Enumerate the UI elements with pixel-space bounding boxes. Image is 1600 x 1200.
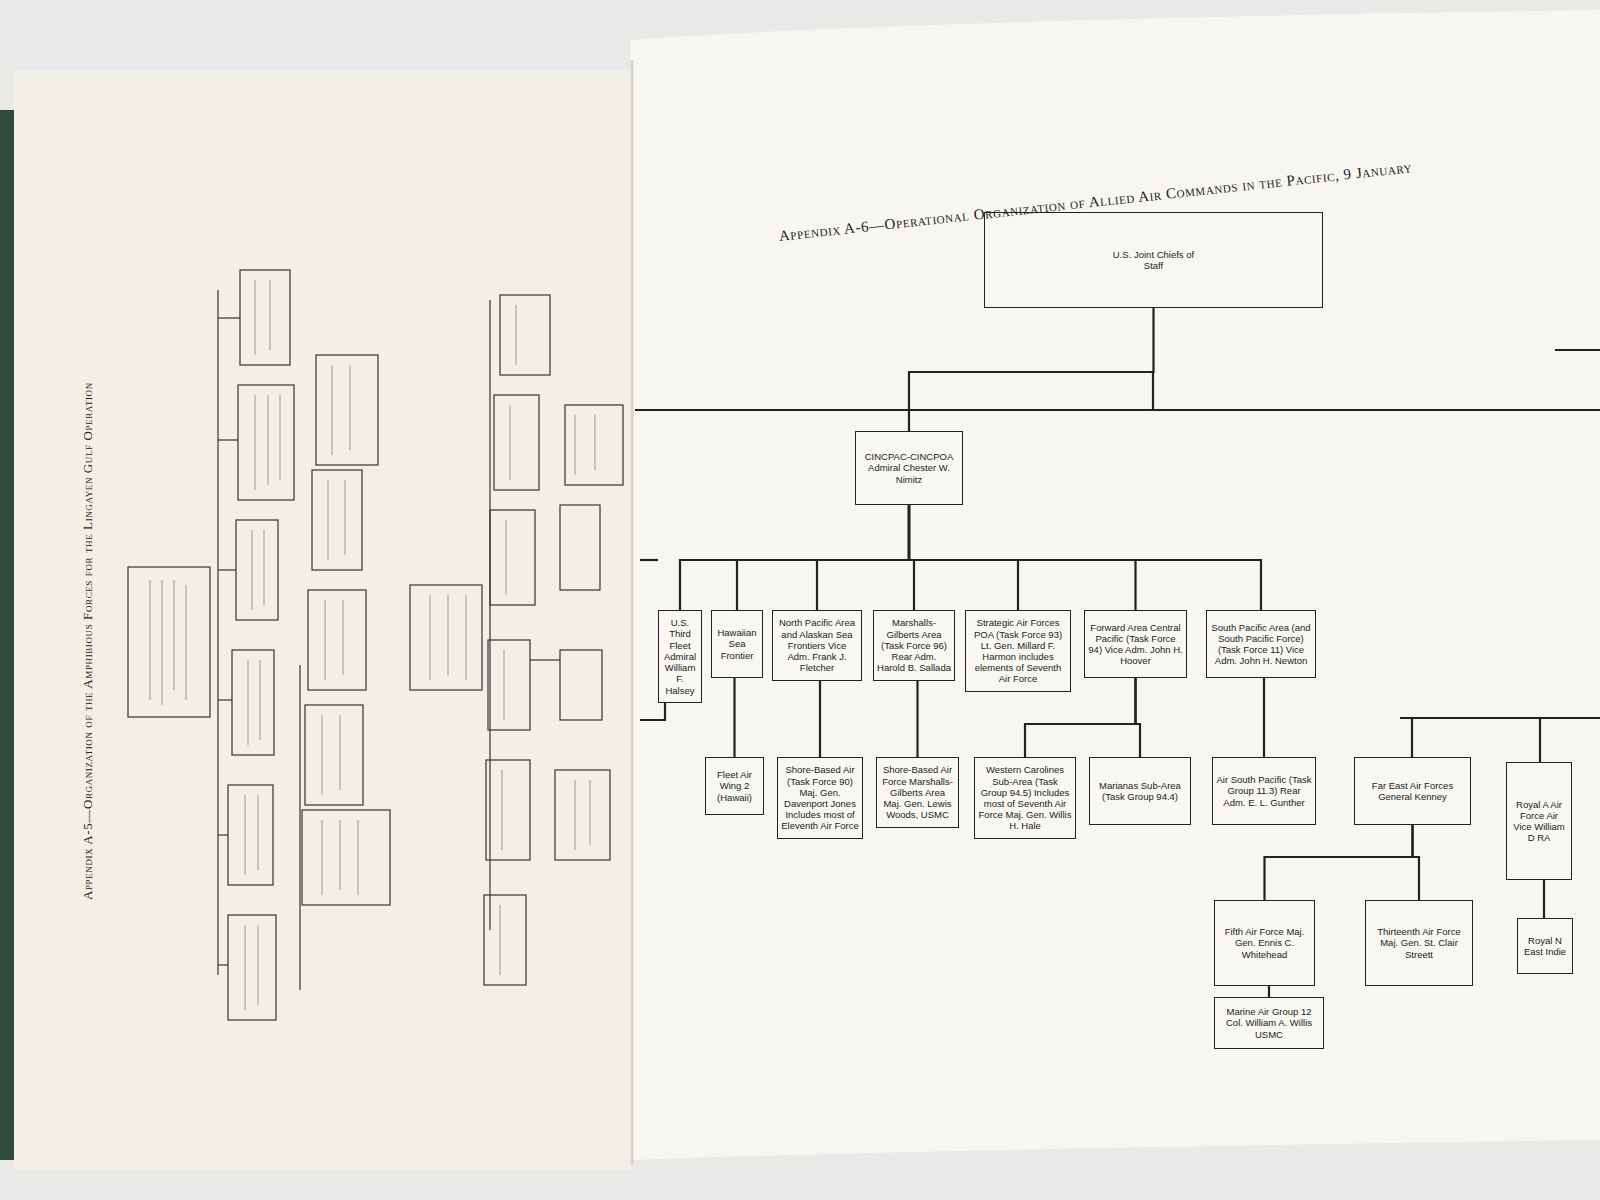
command-line: [909, 505, 1136, 610]
command-box: Strategic Air Forces POA (Task Force 93)…: [965, 610, 1071, 692]
command-text: Thirteenth Air Force Maj. Gen. St. Clair…: [1366, 923, 1472, 963]
command-box: Fifth Air Force Maj. Gen. Ennis C. White…: [1214, 900, 1315, 986]
command-box: Fleet Air Wing 2 (Hawaii): [705, 757, 764, 815]
command-text: Royal A Air Force Air Vice William D RA: [1507, 796, 1571, 847]
command-box: Thirteenth Air Force Maj. Gen. St. Clair…: [1365, 900, 1473, 986]
command-text: Fifth Air Force Maj. Gen. Ennis C. White…: [1215, 923, 1314, 963]
command-text: South Pacific Area (and South Pacific Fo…: [1207, 619, 1315, 670]
command-box: Royal A Air Force Air Vice William D RA: [1506, 762, 1572, 880]
command-text: Air South Pacific (Task Group 11.3) Rear…: [1213, 771, 1315, 811]
command-text: Forward Area Central Pacific (Task Force…: [1085, 619, 1186, 670]
appendix-title: Appendix A-5—Organization of the Amphibi…: [80, 382, 96, 900]
command-line: [916, 681, 918, 757]
command-box: South Pacific Area (and South Pacific Fo…: [1206, 610, 1316, 678]
command-box: Hawaiian Sea Frontier: [711, 610, 763, 678]
command-text: Shore-Based Air Force Marshalls-Gilberts…: [877, 761, 958, 823]
command-box: Far East Air Forces General Kenney: [1354, 757, 1471, 825]
command-text: Shore-Based Air (Task Force 90) Maj. Gen…: [778, 761, 862, 834]
command-box: Air South Pacific (Task Group 11.3) Rear…: [1212, 757, 1316, 825]
command-line: [1265, 825, 1413, 900]
command-box: Marianas Sub-Area (Task Group 94.4): [1089, 757, 1191, 825]
command-box: Shore-Based Air Force Marshalls-Gilberts…: [876, 757, 959, 828]
command-text: Strategic Air Forces POA (Task Force 93)…: [966, 614, 1070, 687]
command-text: Western Carolines Sub-Area (Task Group 9…: [975, 761, 1075, 834]
command-text: CINCPAC-CINCPOA Admiral Chester W. Nimit…: [856, 448, 962, 488]
command-line: [817, 505, 909, 610]
command-line: [1413, 825, 1420, 900]
command-box: Marine Air Group 12 Col. William A. Will…: [1214, 997, 1324, 1049]
command-line: [1136, 678, 1141, 757]
command-box: North Pacific Area and Alaskan Sea Front…: [772, 610, 862, 681]
command-text: Marine Air Group 12 Col. William A. Will…: [1215, 1003, 1323, 1043]
command-line: [737, 505, 909, 610]
command-box: Western Carolines Sub-Area (Task Group 9…: [974, 757, 1076, 839]
command-box: U.S. Joint Chiefs of Staff: [984, 212, 1323, 308]
command-text: Far East Air Forces General Kenney: [1355, 777, 1470, 805]
command-line: [680, 505, 909, 610]
command-text: U.S. Third Fleet Admiral William F. Hals…: [659, 614, 701, 698]
command-box: Marshalls-Gilberts Area (Task Force 96) …: [873, 610, 955, 681]
command-text: Hawaiian Sea Frontier: [712, 624, 762, 664]
command-box: U.S. Third Fleet Admiral William F. Hals…: [658, 610, 702, 703]
command-line: [909, 308, 1154, 431]
command-line: [1263, 678, 1265, 757]
command-text: Royal N East Indie: [1518, 932, 1572, 960]
command-text: U.S. Joint Chiefs of Staff: [1106, 213, 1202, 274]
command-box: Shore-Based Air (Task Force 90) Maj. Gen…: [777, 757, 863, 839]
command-text: North Pacific Area and Alaskan Sea Front…: [773, 614, 861, 676]
command-box: CINCPAC-CINCPOA Admiral Chester W. Nimit…: [855, 431, 963, 505]
command-box: Royal N East Indie: [1517, 918, 1573, 974]
command-line: [909, 505, 1018, 610]
command-text: Marshalls-Gilberts Area (Task Force 96) …: [874, 614, 954, 676]
command-box: Forward Area Central Pacific (Task Force…: [1084, 610, 1187, 678]
command-text: Fleet Air Wing 2 (Hawaii): [706, 766, 763, 806]
command-line: [909, 505, 1261, 610]
command-line: [819, 681, 821, 757]
command-text: Marianas Sub-Area (Task Group 94.4): [1090, 777, 1190, 805]
command-line: [733, 678, 735, 757]
command-line: [1268, 986, 1270, 997]
